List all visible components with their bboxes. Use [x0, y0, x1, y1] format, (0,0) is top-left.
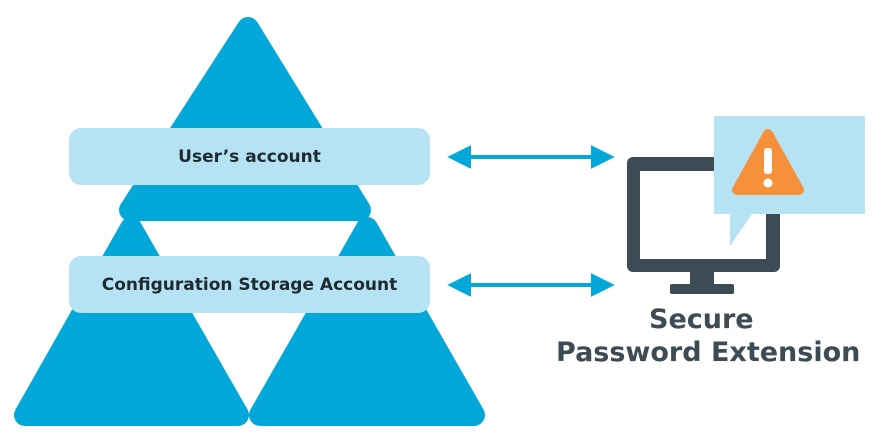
user-account-box: User’s account — [69, 128, 430, 185]
user-account-label: User’s account — [178, 146, 321, 167]
bottom-left-triangle — [14, 217, 249, 426]
config-storage-account-label: Configuration Storage Account — [101, 274, 398, 295]
bottom-right-triangle — [249, 217, 485, 426]
product-name-line2: Password Extension — [556, 337, 861, 368]
config-storage-account-box: Configuration Storage Account — [69, 256, 430, 313]
product-name-line1: Secure — [649, 304, 754, 335]
warning-icon — [732, 129, 804, 195]
